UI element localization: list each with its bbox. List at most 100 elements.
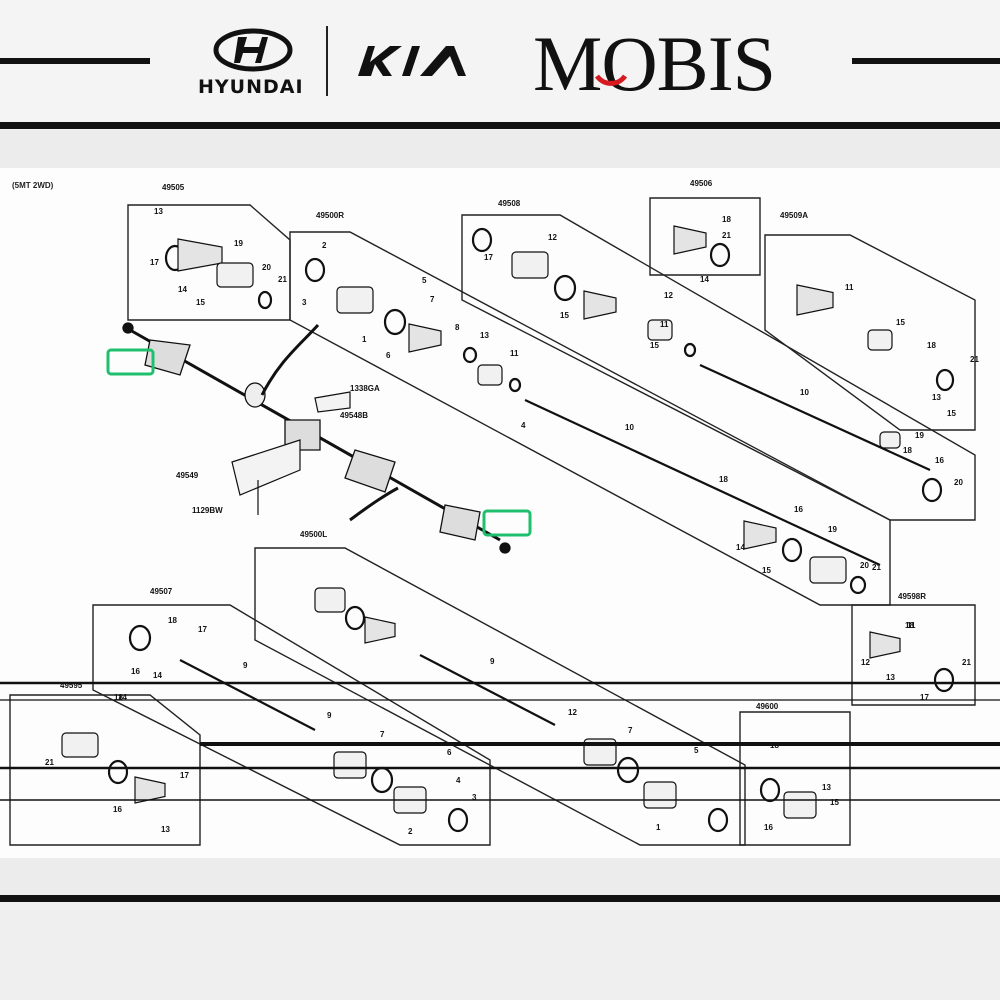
group-frame-49507: [92, 604, 491, 846]
header-rule-right: [852, 58, 1000, 64]
component-ring: [781, 537, 803, 563]
part-number-label: 3: [472, 793, 477, 802]
part-number-label: 17: [198, 625, 207, 634]
header-band: [0, 0, 1000, 130]
kia-logo: [358, 46, 466, 76]
component-joint: [511, 251, 549, 279]
part-number-label: 18: [168, 616, 177, 625]
part-number-label: 10: [625, 423, 634, 432]
exploded-shafts: [179, 363, 931, 731]
part-number-label: 16: [131, 667, 140, 676]
part-number-label: 13: [161, 825, 170, 834]
part-number-label: 14: [700, 275, 709, 284]
component-boot: [673, 225, 707, 255]
component-joint: [809, 556, 847, 584]
part-number-label: 7: [628, 726, 633, 735]
group-label-49598R: 49598R: [898, 592, 926, 601]
part-number-label: 3: [302, 298, 307, 307]
component-ring: [935, 368, 955, 392]
component-ring: [616, 756, 640, 784]
part-number-label: 15: [762, 566, 771, 575]
part-number-label: 19: [915, 431, 924, 440]
part-number-label: 12: [548, 233, 557, 242]
footer-band: [0, 895, 1000, 1000]
callout-49548B: 49548B: [340, 411, 368, 420]
component-ring: [471, 227, 493, 253]
group-label-49505: 49505: [162, 183, 185, 192]
part-number-label: 2: [322, 241, 327, 250]
callout-49549: 49549: [176, 471, 199, 480]
part-number-label: 14: [118, 693, 127, 702]
assembled-driveshaft: [122, 322, 511, 554]
bracket-assembly: [231, 391, 351, 515]
part-number-label: 14: [178, 285, 187, 294]
part-number-label: 13: [822, 783, 831, 792]
component-ring: [128, 624, 152, 652]
part-number-label: 11: [907, 621, 916, 630]
part-number-label: 4: [456, 776, 461, 785]
part-number-label: 15: [196, 298, 205, 307]
component-joint: [216, 262, 254, 288]
part-number-label: 13: [480, 331, 489, 340]
group-frame-49509A: [764, 234, 976, 431]
part-number-label: 14: [736, 543, 745, 552]
part-number-label: 2: [408, 827, 413, 836]
group-label-49500R: 49500R: [316, 211, 344, 220]
component-ring: [383, 308, 407, 336]
group-frame-49595: [9, 694, 201, 846]
component-ring: [447, 807, 469, 833]
part-number-label: 1: [656, 823, 661, 832]
part-number-label: 16: [113, 805, 122, 814]
part-number-label: 16: [764, 823, 773, 832]
component-joint: [643, 781, 677, 809]
context-note: (5MT 2WD): [12, 181, 54, 190]
part-number-label: 11: [510, 349, 519, 358]
part-number-label: 16: [794, 505, 803, 514]
part-number-label: 15: [830, 798, 839, 807]
component-joint: [647, 319, 673, 341]
component-boot: [743, 520, 777, 550]
component-ring: [344, 605, 366, 631]
component-ring: [370, 766, 394, 794]
part-number-label: 18: [722, 215, 731, 224]
part-number-label: 4: [521, 421, 526, 430]
part-number-label: 20: [262, 263, 271, 272]
logo-row: HYUNDAI MOBIS: [0, 18, 1000, 108]
group-label-49508: 49508: [498, 199, 521, 208]
part-number-label: 9: [243, 661, 248, 670]
part-number-label: 17: [180, 771, 189, 780]
part-number-label: 21: [278, 275, 287, 284]
component-joint: [867, 329, 893, 351]
part-number-label: 13: [154, 207, 163, 216]
part-number-label: 17: [920, 693, 929, 702]
component-joint: [336, 286, 374, 314]
part-number-label: 5: [422, 276, 427, 285]
group-label-49509A: 49509A: [780, 211, 808, 220]
part-number-label: 1: [362, 335, 367, 344]
component-ring: [553, 274, 577, 302]
component-boot: [364, 616, 396, 644]
component-joint: [314, 587, 346, 613]
part-number-label: 18: [927, 341, 936, 350]
part-number-label: 12: [568, 708, 577, 717]
footer-rule-full: [0, 895, 1000, 902]
component-boot: [869, 631, 901, 659]
part-number-label: 17: [484, 253, 493, 262]
scan-artifact-rules: [0, 681, 1000, 801]
highlight-tag-left: [106, 348, 155, 376]
component-boot: [408, 323, 442, 353]
component-ring: [107, 759, 129, 785]
part-number-label: 21: [45, 758, 54, 767]
part-number-label: 12: [664, 291, 673, 300]
group-label-49506: 49506: [690, 179, 713, 188]
component-boot: [796, 284, 834, 316]
part-number-label: 21: [872, 563, 881, 572]
group-frame-49508: [461, 214, 976, 521]
mobis-wordmark: MOBIS: [533, 20, 776, 107]
highlight-tag-right: [482, 509, 532, 537]
component-joint: [333, 751, 367, 779]
component-ring: [709, 242, 731, 268]
component-ring: [759, 777, 781, 803]
group-label-49600: 49600: [756, 702, 779, 711]
